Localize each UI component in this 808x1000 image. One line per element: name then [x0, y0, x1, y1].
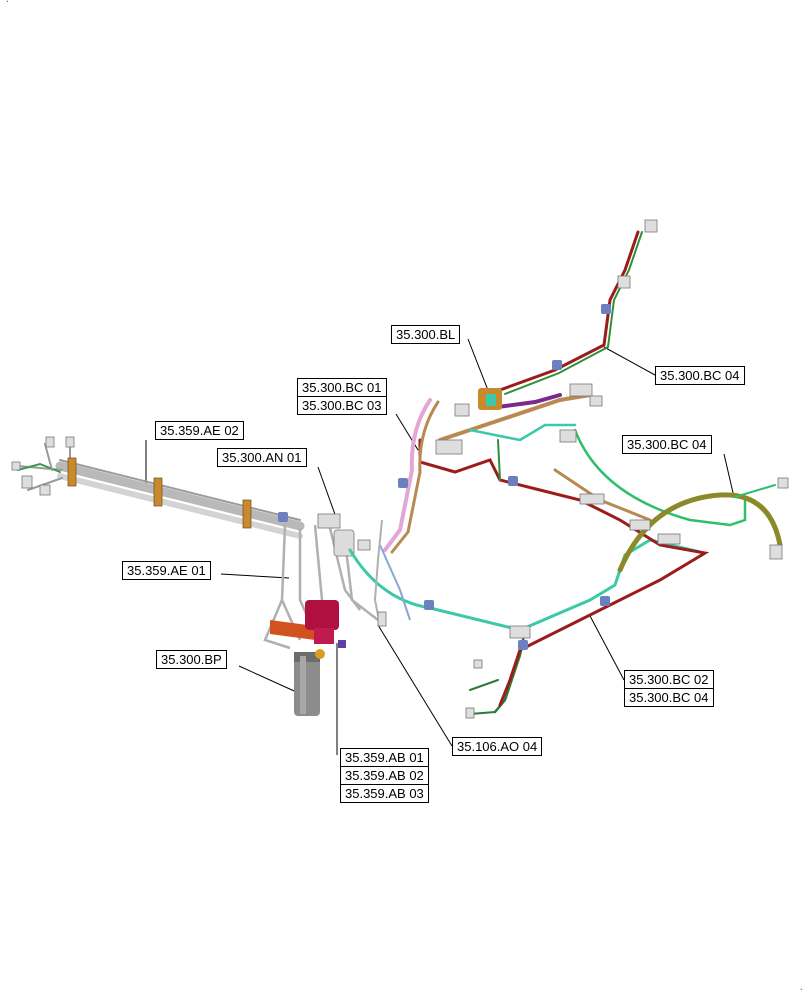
filter-bp: [294, 652, 320, 716]
callout-35-300-bp: 35.300.BP: [156, 650, 227, 669]
callout-35-359-ab: 35.359.AB 01 35.359.AB 02 35.359.AB 03: [340, 748, 429, 803]
callout-text: 35.359.AE 01: [127, 563, 206, 578]
right-loop: [573, 428, 783, 573]
callout-text: 35.300.BC 03: [298, 396, 386, 414]
rail-clamps: [67, 457, 252, 529]
callout-35-300-an-01: 35.300.AN 01: [217, 448, 307, 467]
corner-mark-bottom: `: [800, 988, 803, 997]
callout-text: 35.106.AO 04: [457, 739, 538, 754]
callout-35-359-ae-02: 35.359.AE 02: [155, 421, 244, 440]
pink-tan-harness: [383, 393, 592, 554]
rail-harness: [17, 442, 305, 539]
callout-35-300-bl: 35.300.BL: [391, 325, 461, 344]
callout-text: 35.300.BC 02: [629, 672, 709, 687]
gray-wire-ao: [373, 519, 383, 626]
callout-text: 35.300.AN 01: [222, 450, 302, 465]
callout-text: 35.300.BL: [396, 327, 456, 342]
callout-text: 35.359.AB 01: [345, 750, 424, 765]
leader-lines: [145, 338, 735, 755]
callout-text: 35.359.AB 02: [341, 766, 428, 784]
callout-text: 35.300.BC 04: [625, 688, 713, 706]
upper-harness: [418, 230, 710, 707]
callout-text: 35.300.BC 01: [302, 380, 382, 395]
rail-connectors: [11, 436, 75, 496]
callout-35-300-bc-01-03: 35.300.BC 01 35.300.BC 03: [297, 378, 387, 415]
callout-35-106-ao-04: 35.106.AO 04: [452, 737, 543, 756]
callout-35-359-ae-01: 35.359.AE 01: [122, 561, 211, 580]
callout-text: 35.359.AB 03: [341, 784, 428, 802]
callout-35-300-bc-02-04: 35.300.BC 02 35.300.BC 04: [624, 670, 714, 707]
callout-text: 35.300.BC 04: [660, 368, 740, 383]
wire-connectors: [357, 219, 789, 719]
callout-text: 35.300.BP: [161, 652, 222, 667]
valve-block: [270, 600, 346, 659]
corner-mark-top: `: [6, 0, 9, 9]
callout-35-300-bc-04-top: 35.300.BC 04: [655, 366, 745, 385]
center-junction: [478, 388, 502, 410]
wire-clips: [278, 304, 611, 650]
callout-35-300-bc-04-right: 35.300.BC 04: [622, 435, 712, 454]
callout-text: 35.300.BC 04: [627, 437, 707, 452]
blue-wire: [379, 544, 411, 621]
callout-text: 35.359.AE 02: [160, 423, 239, 438]
